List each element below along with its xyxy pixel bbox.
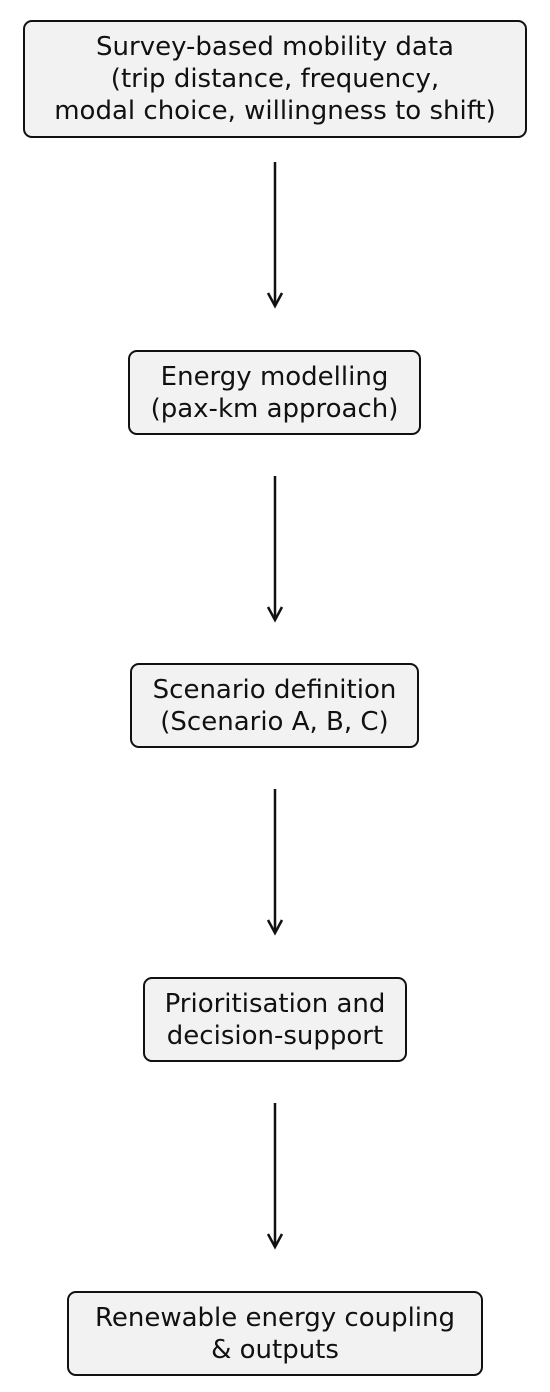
node-label-line: Scenario definition: [152, 674, 397, 705]
node-label-line: Survey-based mobility data: [96, 32, 454, 62]
node-label-line: Energy modelling: [160, 361, 389, 392]
node-energy-modelling: Energy modelling (pax-km approach): [128, 350, 421, 435]
node-label-line: (Scenario A, B, C): [160, 706, 389, 737]
arrow-scenario-to-prioritisation: [266, 789, 284, 936]
node-renewable-energy-coupling: Renewable energy coupling & outputs: [67, 1291, 483, 1376]
node-label-line: Prioritisation and: [164, 988, 386, 1019]
node-label-line: & outputs: [211, 1334, 339, 1365]
node-label-line: decision-support: [166, 1020, 384, 1051]
node-prioritisation-decision-support: Prioritisation and decision-support: [143, 977, 407, 1062]
node-label-line: modal choice, willingness to shift): [54, 96, 496, 126]
arrow-energy-to-scenario: [266, 476, 284, 623]
node-label-line: Renewable energy coupling: [94, 1302, 456, 1333]
node-survey-mobility-data: Survey-based mobility data (trip distanc…: [23, 20, 527, 138]
node-scenario-definition: Scenario definition (Scenario A, B, C): [130, 663, 419, 748]
node-label-line: (trip distance, frequency,: [110, 64, 440, 94]
arrow-survey-to-energy: [266, 162, 284, 309]
arrow-prioritisation-to-renewable: [266, 1103, 284, 1250]
node-label-line: (pax-km approach): [150, 393, 399, 424]
